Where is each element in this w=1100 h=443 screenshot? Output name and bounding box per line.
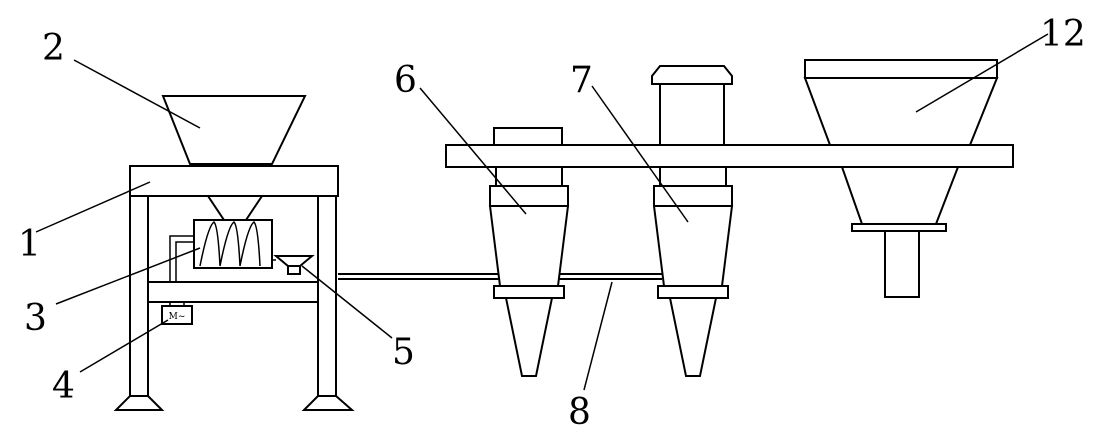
label-cyclone-left: 6 bbox=[394, 60, 417, 101]
motor: M~ bbox=[161, 302, 193, 325]
cyclone-left bbox=[488, 127, 570, 377]
label-motor: 4 bbox=[52, 366, 75, 407]
frame bbox=[113, 165, 355, 411]
motor-symbol: M~ bbox=[169, 312, 186, 322]
silo bbox=[803, 59, 999, 298]
label-silo: 12 bbox=[1040, 14, 1086, 55]
pipe bbox=[338, 273, 662, 280]
feed-chute bbox=[206, 195, 264, 221]
cyclone-right bbox=[651, 65, 734, 377]
label-screw-conveyor: 3 bbox=[24, 298, 47, 339]
label-cyclone-right: 7 bbox=[570, 60, 593, 101]
part-labels: 1 2 3 4 5 6 7 8 12 bbox=[18, 14, 1086, 433]
support-beam bbox=[445, 144, 1014, 168]
label-outlet-funnel: 5 bbox=[392, 332, 415, 373]
label-hopper: 2 bbox=[42, 28, 65, 69]
leader-lines bbox=[35, 33, 1049, 391]
screw-conveyor bbox=[169, 219, 273, 282]
label-frame: 1 bbox=[18, 224, 41, 265]
outlet-funnel bbox=[272, 255, 315, 275]
hopper bbox=[161, 95, 307, 165]
label-pipe: 8 bbox=[568, 392, 591, 433]
